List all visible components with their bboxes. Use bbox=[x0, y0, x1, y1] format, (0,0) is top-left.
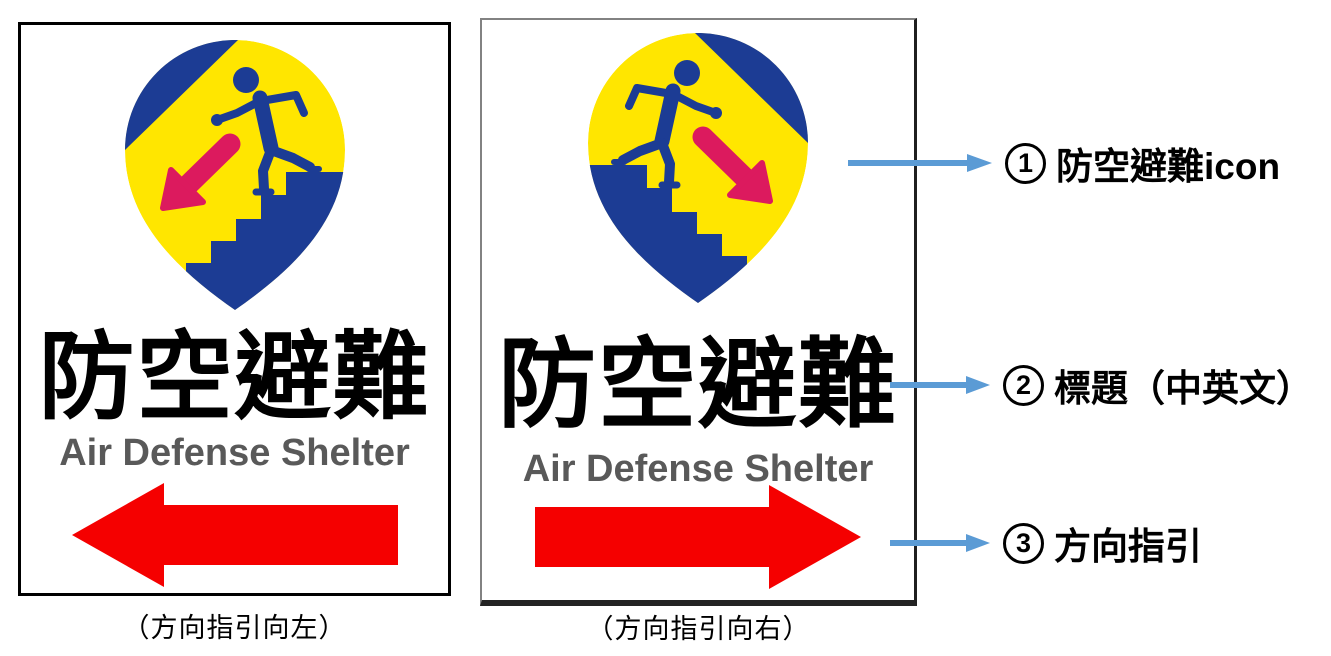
shelter-sign-right: 防空避難 Air Defense Shelter bbox=[480, 18, 917, 606]
annotation-number-badge: 3 bbox=[1003, 522, 1044, 564]
air-defense-shelter-icon bbox=[125, 40, 345, 315]
sign-subtitle-english: Air Defense Shelter bbox=[522, 448, 874, 490]
annotation-label: 3 方向指引 bbox=[1003, 516, 1202, 570]
sign-subtitle-english: Air Defense Shelter bbox=[59, 432, 410, 474]
annotation-text: 防空避難icon bbox=[1056, 146, 1281, 187]
shelter-pin-icon bbox=[125, 40, 345, 310]
direction-arrow-right-icon bbox=[535, 485, 861, 589]
air-defense-shelter-icon bbox=[588, 33, 808, 308]
shelter-sign-left: 防空避難 Air Defense Shelter bbox=[18, 22, 451, 596]
annotation-text: 方向指引 bbox=[1054, 526, 1202, 567]
caption-direction-left: （方向指引向左） bbox=[122, 613, 347, 644]
annotation-number-badge: 2 bbox=[1003, 364, 1044, 406]
callout-arrow-icon bbox=[890, 376, 990, 394]
annotation-text: 標題（中英文） bbox=[1054, 368, 1313, 409]
sign-title-chinese: 防空避難 bbox=[38, 324, 431, 431]
callout-annotation-icon: 1 防空避難icon bbox=[848, 136, 1280, 190]
callout-arrow-icon bbox=[848, 154, 992, 172]
shelter-pin-icon bbox=[588, 33, 808, 303]
annotation-label: 1 防空避難icon bbox=[1005, 136, 1280, 190]
callout-annotation-title: 2 標題（中英文） bbox=[890, 358, 1313, 412]
direction-arrow-left-icon bbox=[71, 483, 398, 587]
annotation-number-badge: 1 bbox=[1005, 142, 1046, 184]
caption-direction-right: （方向指引向右） bbox=[586, 614, 811, 645]
callout-arrow-icon bbox=[890, 534, 990, 552]
callout-annotation-direction: 3 方向指引 bbox=[890, 516, 1202, 570]
sign-title-chinese: 防空避難 bbox=[497, 329, 898, 439]
annotation-label: 2 標題（中英文） bbox=[1003, 358, 1313, 412]
